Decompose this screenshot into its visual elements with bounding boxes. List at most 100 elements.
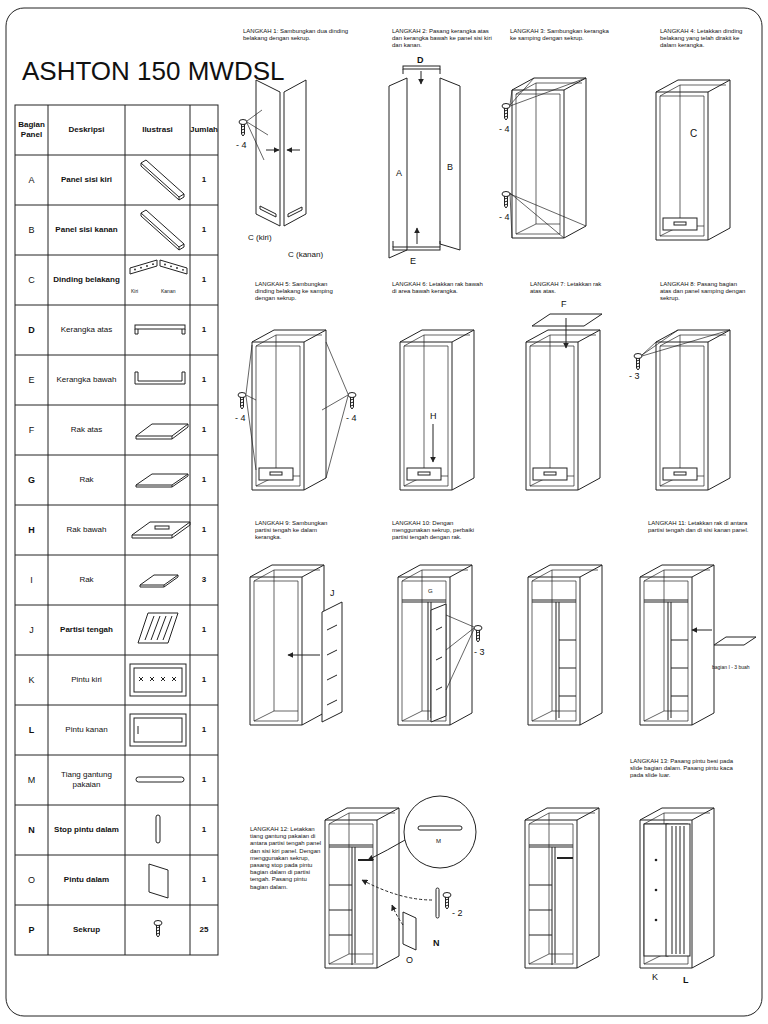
table-header: Ilustrasi [126,105,189,155]
callout-label: E [410,256,416,267]
part-illustration [145,616,172,640]
part-illustration [149,864,168,898]
callout-label: J [330,588,335,599]
step-8-figure [663,468,697,480]
step-9-figure [322,602,342,722]
part-description: Panel sisi kiri [50,155,123,205]
part-illustration [136,777,184,782]
step-13-figure [655,859,658,922]
callout-label: A [396,168,402,179]
step-2-figure [421,71,422,84]
step-11-shelf-figure [714,637,756,645]
part-illustration [141,213,184,250]
part-quantity: 1 [190,855,218,905]
callout-label: F [561,299,567,310]
step-12-result-figure [529,845,573,965]
part-illustration [170,265,172,267]
part-illustration [135,329,185,334]
part-quantity: 3 [190,555,218,605]
step-5-figure [246,342,348,478]
step-instruction: LANGKAH 6: Letakkan rak bawah di area ba… [392,281,484,295]
step-3-figure [502,78,586,238]
part-illustration [140,575,178,587]
step-12-figure [368,840,405,860]
part-description: Partisi tengah [50,605,123,655]
part-quantity: 1 [190,605,218,655]
step-13-figure [655,919,658,922]
parts-table-grid [15,105,218,955]
part-letter: D [15,305,48,355]
step-instruction: LANGKAH 7: Letakkan rak atas atas. [530,281,605,295]
step-6-figure [400,330,474,490]
part-illustration [134,269,136,271]
part-illustration [141,160,184,197]
part-letter: I [15,555,48,605]
callout-label: - 4 [346,413,357,424]
part-letter: F [15,405,48,455]
part-letter: M [15,755,48,805]
step-4-figure [656,80,730,240]
part-letter: E [15,355,48,405]
part-quantity: 1 [190,755,218,805]
part-illustration [176,267,178,269]
step-12-figure [362,880,432,900]
callout-label: bagian I - 3 buah [712,664,760,670]
step-4-figure [656,80,730,240]
step-13-figure [640,808,714,968]
step-instruction: LANGKAH 12: Letakkan tiang gantung pakai… [250,826,322,891]
step-1-figure [247,110,268,160]
part-description: Tiang gantung pakaian [50,755,123,805]
part-description: Stop pintu dalam [50,805,123,855]
part-quantity: 1 [190,355,218,405]
part-letter: G [15,455,48,505]
step-1-figure [239,80,306,226]
table-header: Bagian Panel [16,105,47,155]
part-quantity: 1 [190,655,218,705]
step-3-figure [512,78,586,238]
part-description: Rak [50,555,123,605]
parts-table-grid [48,105,190,955]
part-illustration [138,726,139,734]
step-1-figure [256,80,280,226]
part-illustration [164,264,166,266]
step-10-figure [436,627,442,690]
part-illustration [155,526,169,529]
step-instruction: LANGKAH 4: Letakkan dinding belakang yan… [660,28,756,50]
part-illustration [160,260,187,274]
step-5-figure [259,468,293,480]
step-12-figure [325,796,476,968]
part-description: Rak atas [50,405,123,455]
part-letter: O [15,855,48,905]
part-illustration [130,714,186,746]
step-1-figure [284,80,306,226]
step-8-figure [634,330,730,490]
step-12-result-figure [557,857,573,859]
step-3-figure [510,78,586,238]
step-12-figure [329,845,373,965]
step-5-figure [238,393,246,410]
step-12-figure [403,912,416,950]
step-instruction: LANGKAH 2: Pasang kerangka atas dan kera… [392,28,492,50]
part-illustration [134,718,182,742]
step-instruction: LANGKAH 1: Sambungkan dua dinding belaka… [243,28,355,42]
callout-label: - 4 [236,140,247,151]
step-6-figure [433,424,434,462]
step-13-figure [655,889,658,892]
step-6-figure [400,330,474,490]
part-illustration [182,269,184,271]
callout-label: C (kanan) [288,250,323,260]
part-illustration [135,372,185,384]
part-description: Sekrup [50,905,123,955]
part-illustration [140,267,142,269]
part-quantity: 1 [190,505,218,555]
part-description: Pintu dalam [50,855,123,905]
step-13-figure [644,824,668,956]
step-12-figure [325,808,399,968]
part-description: Kerangka bawah [50,355,123,405]
part-illustration [141,163,184,200]
step-13-figure [655,859,658,862]
callout-label: B [447,162,453,173]
part-quantity: 1 [190,205,218,255]
